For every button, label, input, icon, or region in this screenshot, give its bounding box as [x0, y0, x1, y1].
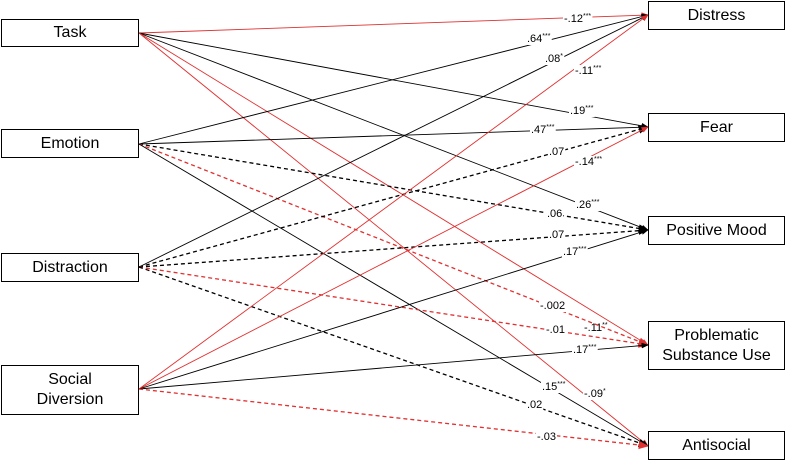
coef-task-to-fear: .19*** — [570, 105, 594, 117]
predictor-distraction: Distraction — [1, 253, 139, 282]
predictor-emotion-label: Emotion — [40, 134, 100, 152]
path-emotion-to-positive — [138, 143, 650, 233]
coef-emotion-to-distress: .64*** — [527, 33, 551, 45]
predictor-social-diversion: Social Diversion — [1, 365, 139, 415]
coef-bg — [574, 65, 603, 77]
coef-bg — [530, 124, 556, 136]
outcome-psu-label: Problematic Substance Use — [662, 326, 771, 364]
path-social-to-fear — [138, 126, 649, 390]
outcome-antisocial-label: Antisocial — [682, 436, 751, 454]
coef-distraction-to-psu: -.01 — [546, 324, 565, 336]
predictor-emotion: Emotion — [1, 129, 139, 158]
path-task-to-psu — [138, 32, 649, 346]
predictor-task: Task — [1, 19, 139, 47]
coef-social-to-fear: -.14*** — [575, 156, 602, 168]
outcome-positive-label: Positive Mood — [666, 221, 767, 239]
predictor-distraction-label: Distraction — [32, 258, 108, 276]
coef-task-to-distress: -.12*** — [564, 13, 591, 25]
path-distraction-to-positive — [138, 226, 650, 268]
coef-bg — [545, 324, 566, 336]
coef-bg — [541, 381, 567, 393]
coef-emotion-to-psu: -.002 — [540, 300, 565, 312]
path-social-to-psu — [138, 342, 649, 390]
coef-distraction-to-distress: .08* — [545, 53, 563, 65]
coef-bg — [563, 13, 593, 25]
path-emotion-to-distress — [138, 13, 649, 145]
coef-social-to-antisocial: -.03 — [537, 431, 556, 443]
path-social-to-distress — [138, 14, 649, 390]
outcome-distress: Distress — [648, 1, 785, 30]
path-emotion-to-psu — [138, 143, 649, 346]
path-task-to-antisocial — [138, 32, 649, 447]
path-emotion-to-antisocial — [138, 143, 649, 447]
path-task-to-fear — [138, 32, 649, 129]
path-emotion-to-fear — [138, 124, 649, 145]
coef-emotion-to-fear: .47*** — [531, 124, 555, 136]
coef-task-to-antisocial: -.09* — [584, 388, 606, 400]
coef-distraction-to-positive: .07 — [549, 229, 564, 241]
coef-distraction-to-antisocial: .02 — [527, 399, 542, 411]
predictor-social-label: Social Diversion — [36, 371, 104, 408]
coef-emotion-to-antisocial: .15*** — [542, 381, 566, 393]
outcome-fear-label: Fear — [700, 118, 733, 136]
outcome-problematic-substance-use: Problematic Substance Use — [648, 321, 785, 370]
coef-bg — [572, 344, 598, 356]
outcome-antisocial: Antisocial — [648, 431, 785, 460]
coef-bg — [539, 300, 567, 312]
path-social-to-antisocial — [138, 388, 650, 450]
coef-bg — [546, 208, 564, 220]
outcome-distress-label: Distress — [687, 6, 746, 24]
coef-social-to-psu: .17*** — [573, 344, 597, 356]
coef-bg — [583, 322, 609, 334]
predictor-task-label: Task — [53, 24, 87, 41]
coef-bg — [544, 53, 565, 65]
outcome-fear: Fear — [648, 113, 785, 142]
coef-bg — [536, 431, 557, 443]
coef-bg — [574, 156, 604, 168]
coef-bg — [526, 33, 552, 45]
coef-bg — [583, 388, 607, 400]
coef-bg — [548, 146, 566, 158]
coef-distraction-to-fear: .07 — [549, 146, 564, 158]
coef-bg — [562, 246, 588, 258]
path-task-to-positive — [138, 32, 649, 231]
outcome-positive-mood: Positive Mood — [648, 216, 785, 245]
path-distraction-to-antisocial — [138, 266, 649, 447]
coef-bg — [575, 199, 601, 211]
coef-emotion-to-positive: .06 — [547, 208, 562, 220]
coef-bg — [548, 229, 566, 241]
coef-bg — [526, 399, 544, 411]
path-distraction-to-fear — [138, 125, 650, 268]
coef-bg — [569, 105, 595, 117]
coef-social-to-positive: .17*** — [563, 246, 587, 258]
coef-social-to-distress: -.11*** — [575, 65, 602, 77]
coef-task-to-positive: .26*** — [576, 199, 600, 211]
